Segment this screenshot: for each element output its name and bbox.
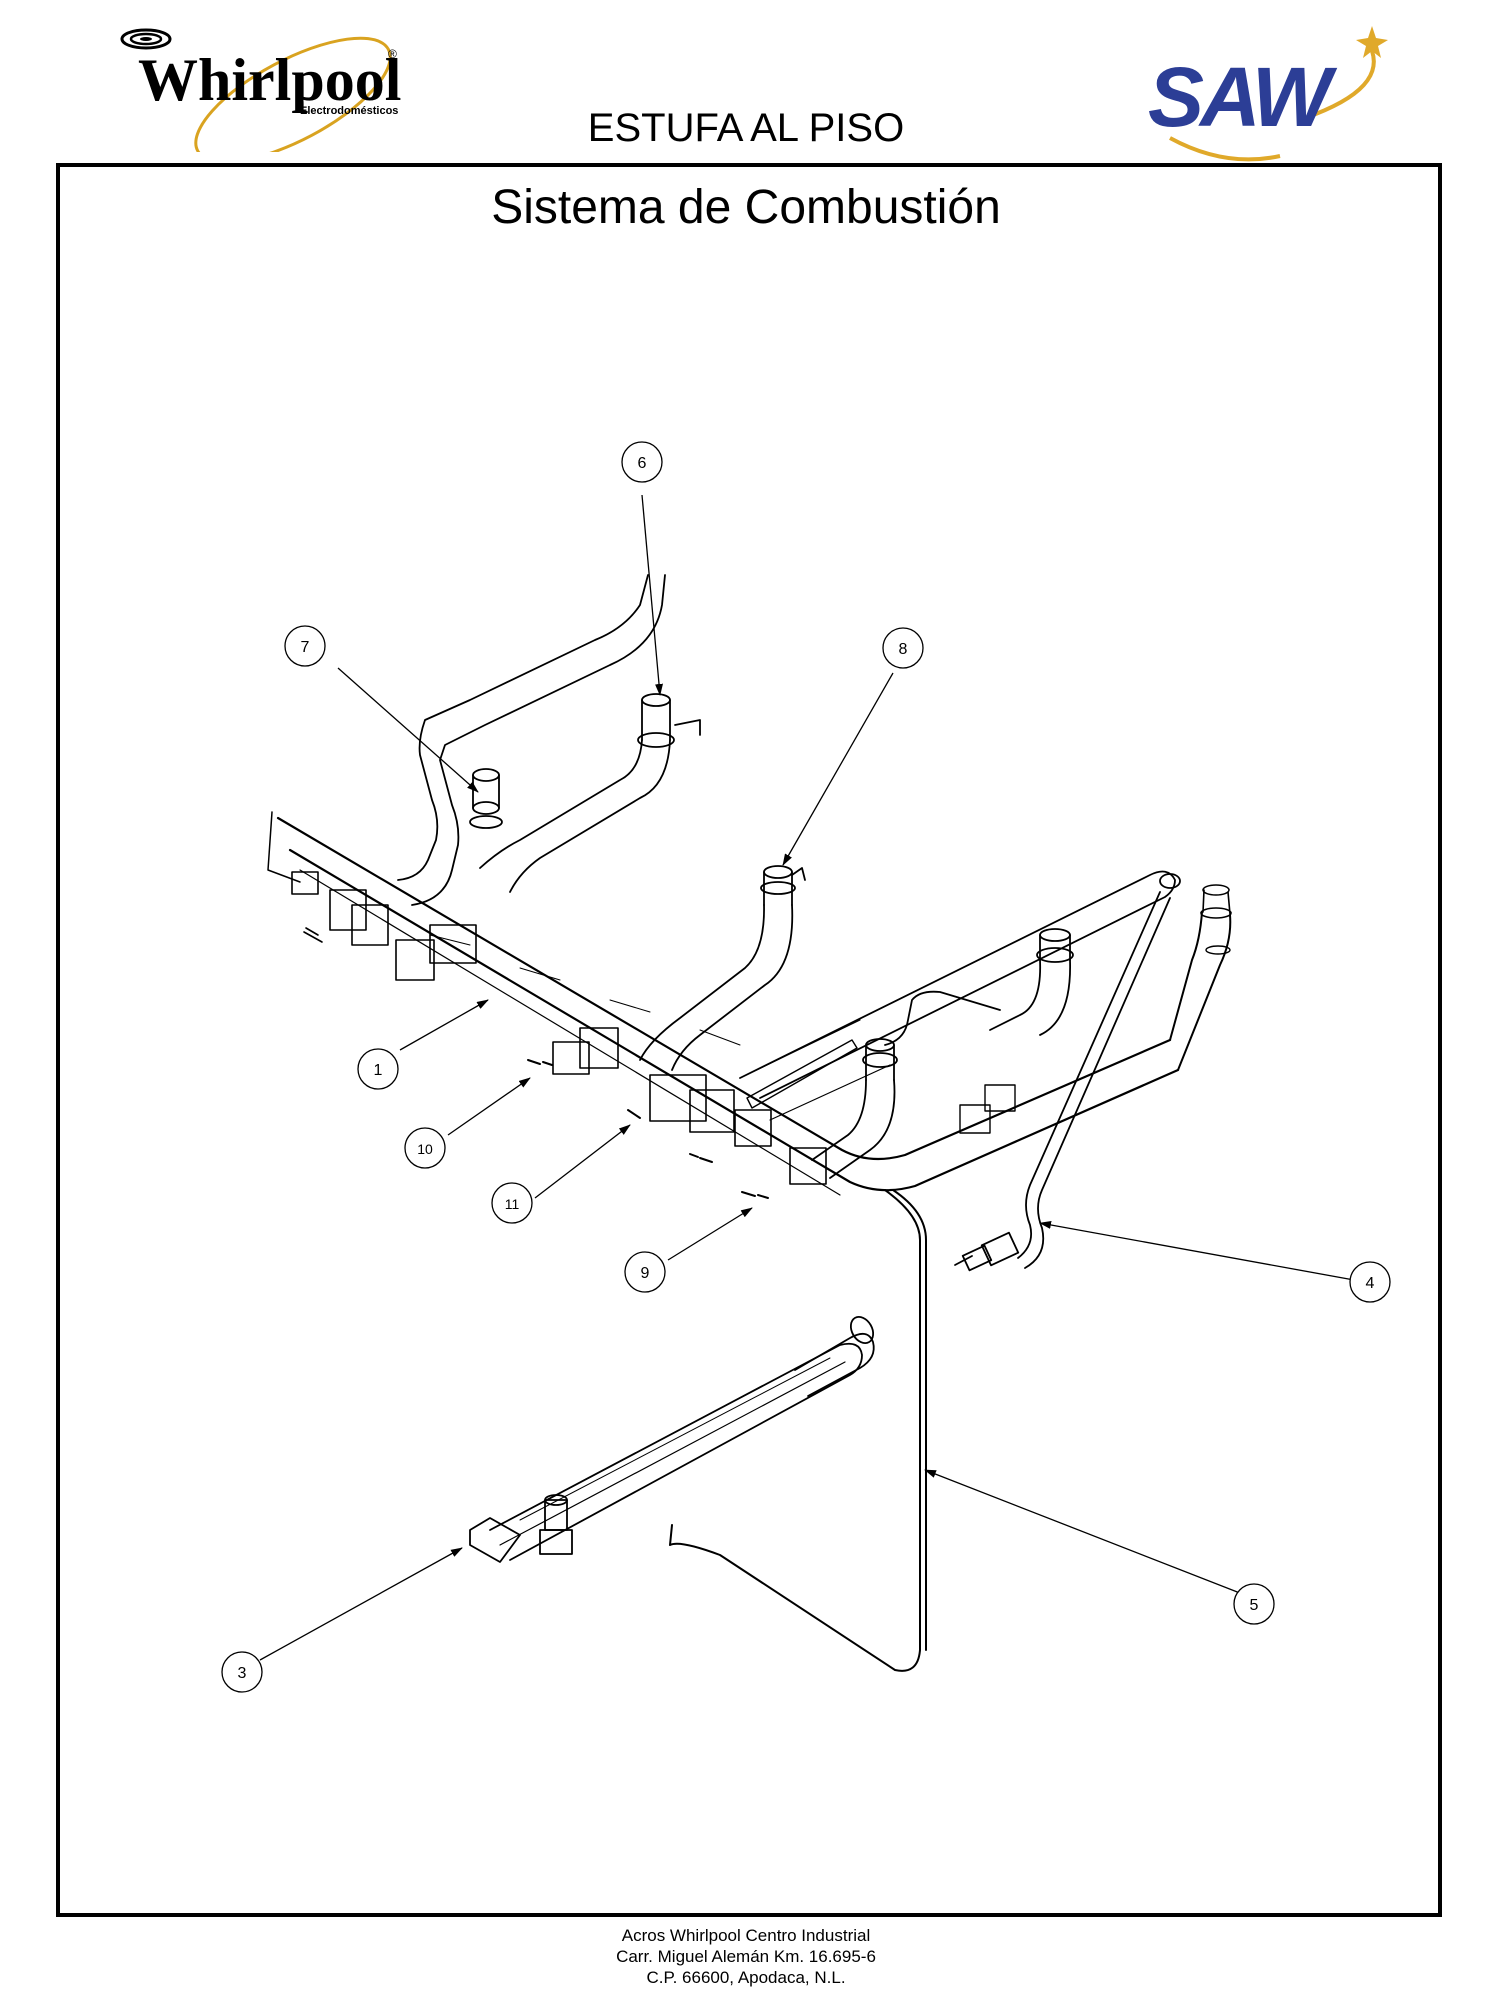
callout-1: 1 bbox=[357, 1048, 399, 1090]
svg-text:3: 3 bbox=[238, 1665, 247, 1682]
leader-6 bbox=[641, 494, 663, 696]
burner-tube-rear-left bbox=[479, 693, 701, 893]
callout-7: 7 bbox=[284, 625, 326, 667]
diagram-title: Sistema de Combustión bbox=[491, 181, 1001, 234]
saw-logo-wordmark: SAW bbox=[1148, 50, 1338, 144]
leader-3 bbox=[259, 1547, 463, 1661]
leader-1 bbox=[399, 999, 489, 1051]
callout-9: 9 bbox=[624, 1251, 666, 1293]
callout-5: 5 bbox=[1233, 1583, 1275, 1625]
footer-line-street: Carr. Miguel Alemán Km. 16.695-6 bbox=[616, 1947, 876, 1966]
saw-logo: SAW bbox=[1148, 26, 1388, 162]
svg-text:10: 10 bbox=[417, 1141, 433, 1157]
whirlpool-logo-subtitle: Electrodomésticos bbox=[300, 105, 398, 117]
svg-text:11: 11 bbox=[505, 1196, 520, 1212]
footer-address: Acros Whirlpool Centro Industrial Carr. … bbox=[0, 1925, 1492, 1988]
burner-tube-front-center bbox=[639, 865, 806, 1071]
burner-tube-front-left bbox=[397, 574, 666, 906]
svg-text:9: 9 bbox=[641, 1265, 650, 1282]
svg-text:6: 6 bbox=[638, 455, 647, 472]
callout-6: 6 bbox=[621, 441, 663, 483]
main-manifold-rail bbox=[267, 811, 1232, 1196]
diagram-frame bbox=[56, 163, 1442, 1917]
whirlpool-logo-ring bbox=[194, 36, 392, 152]
svg-text:1: 1 bbox=[374, 1062, 383, 1079]
leader-5 bbox=[924, 1469, 1246, 1596]
leader-8 bbox=[782, 672, 894, 866]
svg-text:5: 5 bbox=[1250, 1597, 1259, 1614]
leader-10 bbox=[447, 1077, 531, 1136]
svg-text:®: ® bbox=[388, 47, 397, 61]
thermocouple-tube bbox=[669, 1189, 927, 1672]
svg-text:4: 4 bbox=[1366, 1275, 1375, 1292]
saw-logo-star-icon bbox=[1356, 26, 1388, 58]
callout-10: 10 bbox=[404, 1127, 446, 1169]
svg-text:8: 8 bbox=[899, 641, 908, 658]
whirlpool-logo-wordmark: Whirlpool bbox=[138, 47, 401, 113]
svg-text:7: 7 bbox=[301, 639, 310, 656]
footer-line-city: C.P. 66600, Apodaca, N.L. bbox=[646, 1968, 846, 1987]
leader-7 bbox=[337, 667, 479, 793]
leader-11 bbox=[534, 1124, 631, 1199]
whirlpool-logo-swirl bbox=[120, 28, 172, 50]
valve-assemblies bbox=[291, 871, 827, 1199]
page-title: ESTUFA AL PISO bbox=[587, 106, 905, 150]
callout-11: 11 bbox=[491, 1182, 533, 1224]
footer-line-company: Acros Whirlpool Centro Industrial bbox=[621, 1926, 871, 1945]
burner-tube-rear-right bbox=[739, 870, 1181, 1179]
leader-9 bbox=[667, 1207, 753, 1261]
callout-3: 3 bbox=[221, 1651, 263, 1693]
oven-burner bbox=[469, 1315, 875, 1563]
combustion-system-diagram: 1 3 4 5 6 7 8 9 bbox=[221, 441, 1391, 1693]
leader-4 bbox=[1039, 1221, 1366, 1283]
whirlpool-logo: Whirlpool ® Electrodomésticos bbox=[120, 28, 401, 152]
callout-4: 4 bbox=[1349, 1261, 1391, 1303]
callout-8: 8 bbox=[882, 627, 924, 669]
